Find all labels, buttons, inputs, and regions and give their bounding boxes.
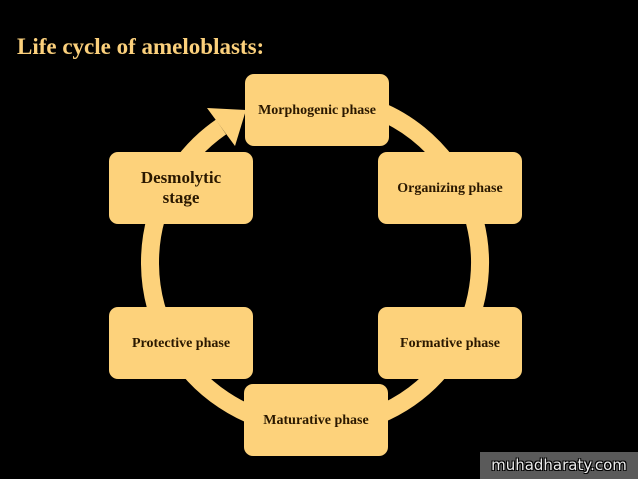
stage-organizing: Organizing phase — [378, 152, 522, 224]
stage-desmolytic: Desmolytic stage — [109, 152, 253, 224]
watermark: muhadharaty.com — [480, 452, 638, 479]
cycle-arrowhead — [207, 108, 246, 146]
stage-formative: Formative phase — [378, 307, 522, 379]
stage-protective: Protective phase — [109, 307, 253, 379]
stage-morphogenic: Morphogenic phase — [245, 74, 389, 146]
slide-title: Life cycle of ameloblasts: — [17, 34, 265, 59]
stage-maturative: Maturative phase — [244, 384, 388, 456]
